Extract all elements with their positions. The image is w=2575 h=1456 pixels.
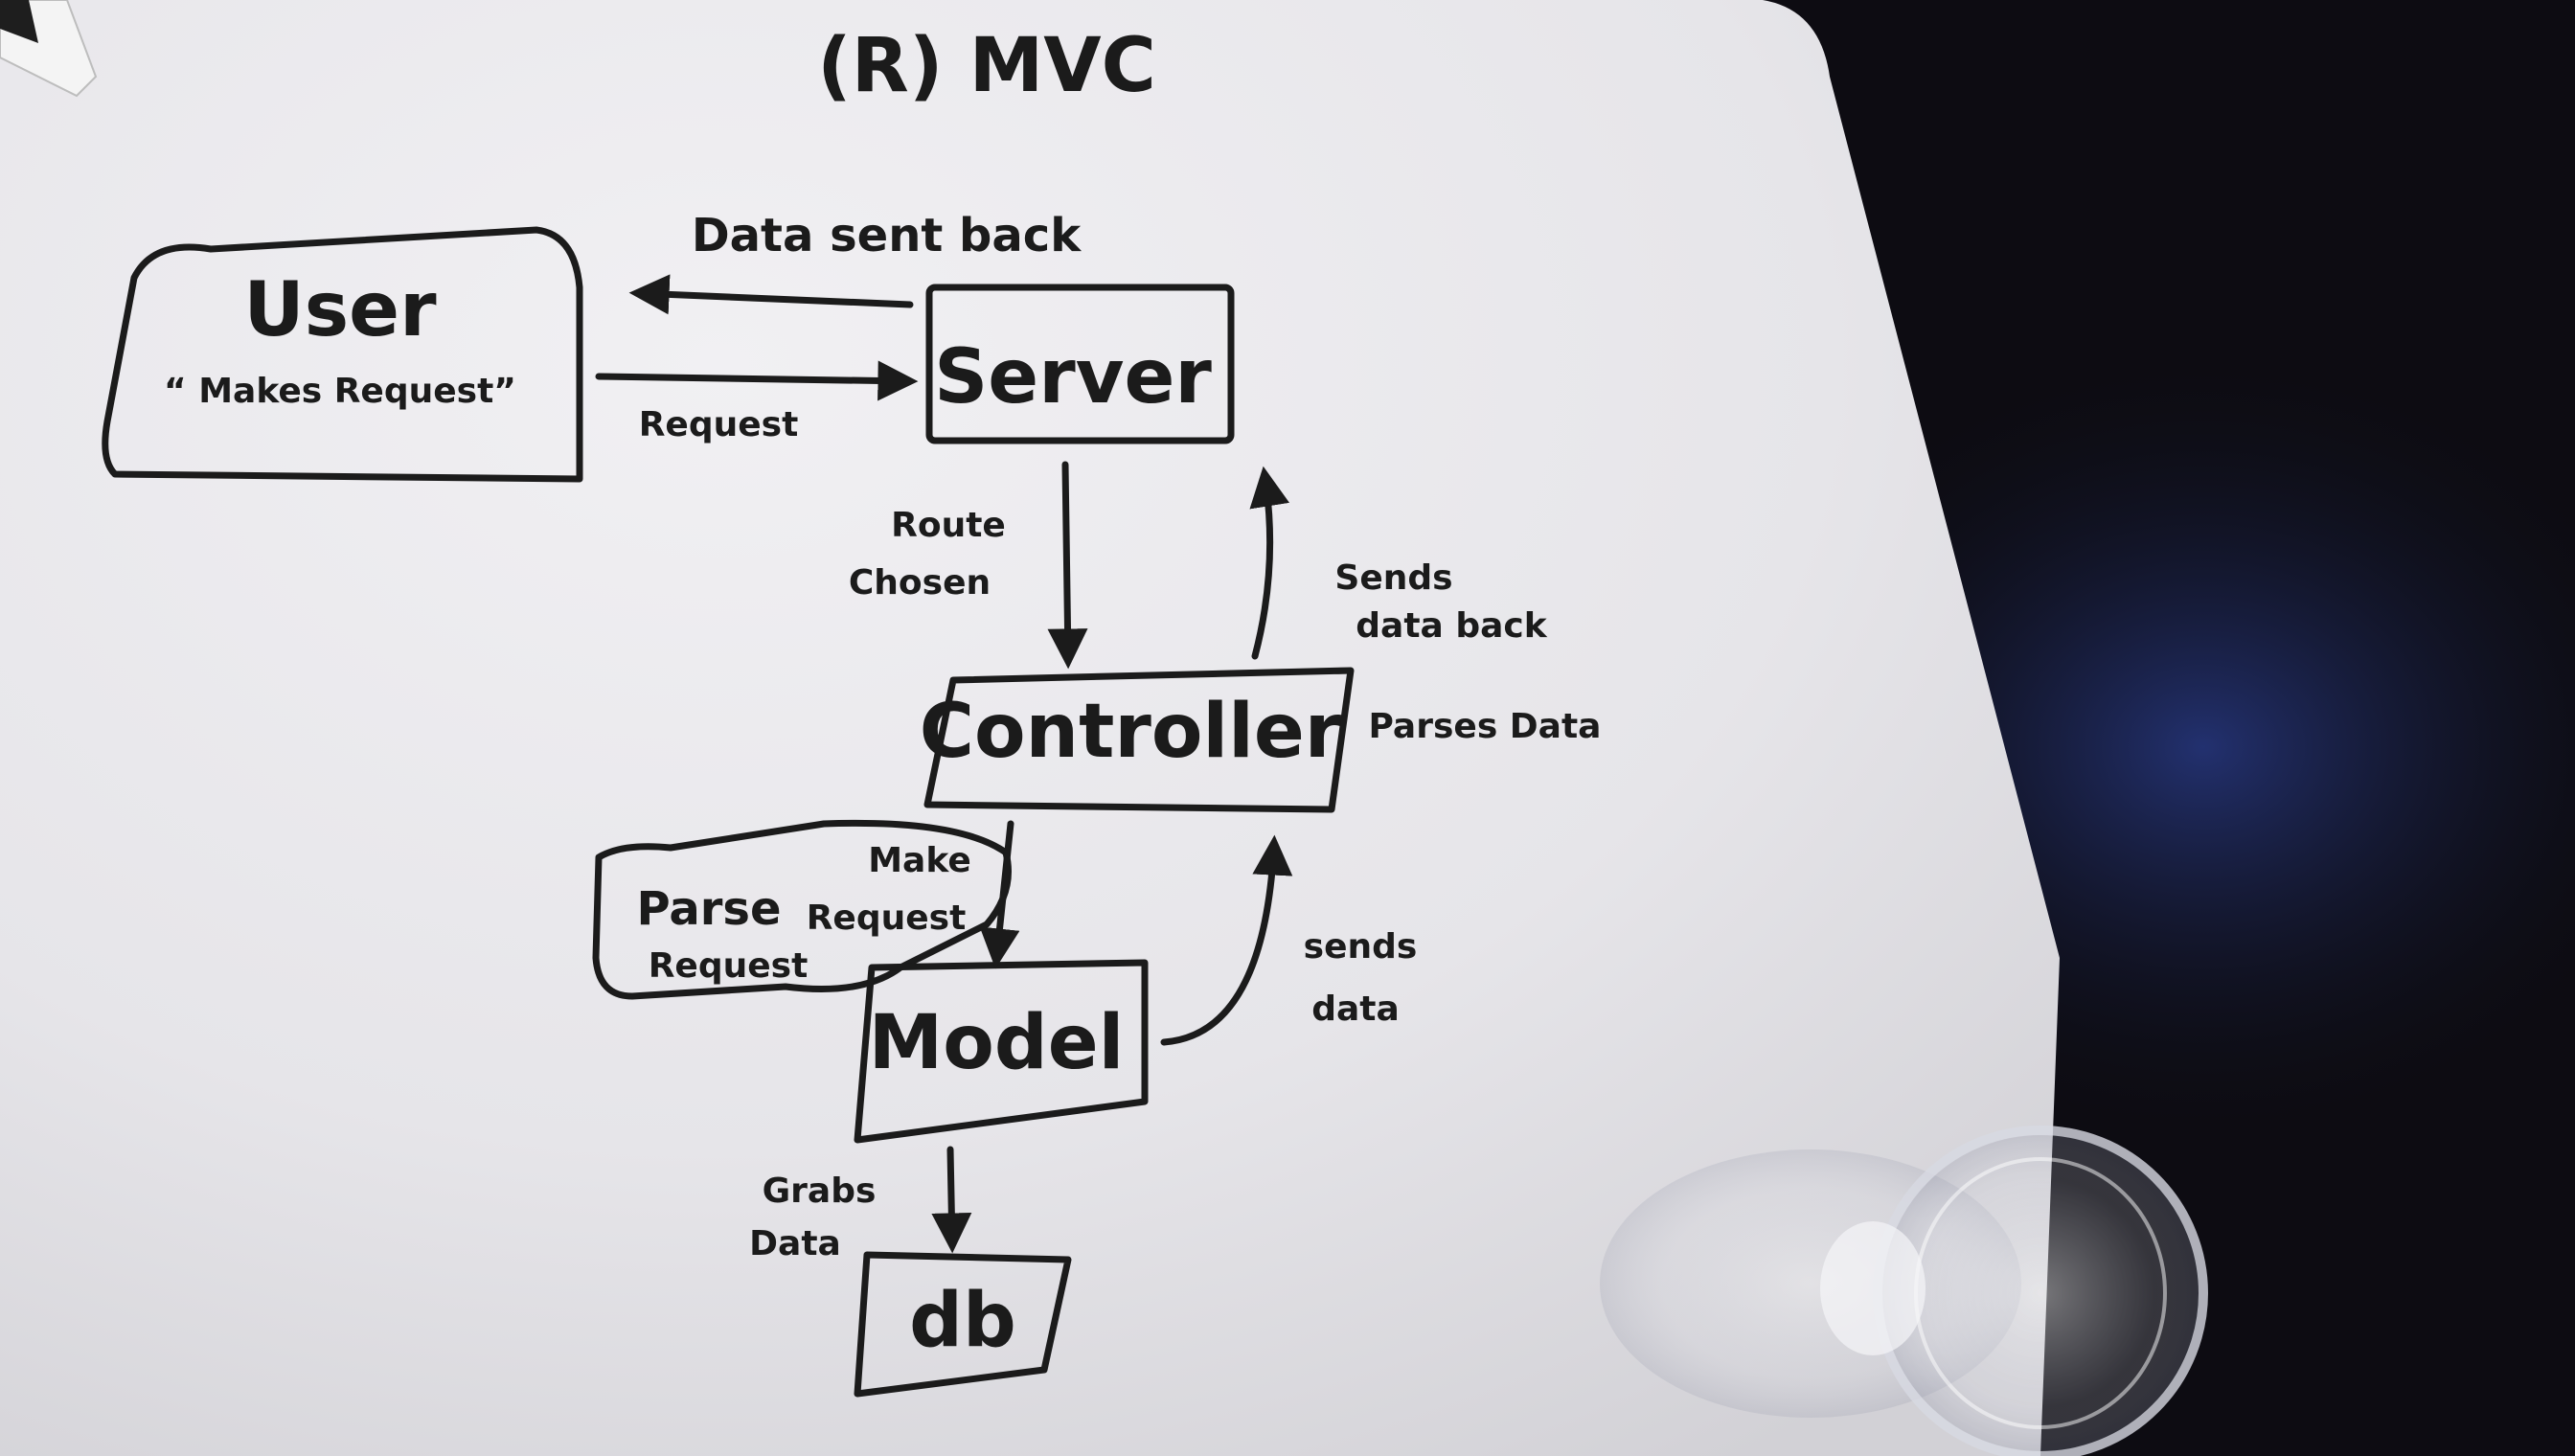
- marker-icon: [0, 0, 98, 98]
- user-box: [102, 226, 583, 483]
- parse-note-label-a: Parse: [636, 882, 781, 936]
- grabs-data-label-1: Grabs: [763, 1172, 877, 1211]
- user-sublabel: “ Makes Request”: [164, 372, 516, 411]
- edge-grabs-data: [931, 1146, 972, 1254]
- server-label: Server: [934, 334, 1212, 421]
- plastic-cup-icon: [1600, 1126, 2208, 1456]
- server-box: [925, 284, 1235, 444]
- model-box: [854, 959, 1149, 1144]
- edge-sends-data-back: [1249, 466, 1289, 660]
- edge-data-sent-back: [628, 274, 914, 315]
- user-label: User: [243, 267, 437, 353]
- parses-data-label: Parses Data: [1369, 707, 1602, 746]
- parse-note-label-b: Request: [649, 946, 809, 986]
- request-label: Request: [639, 405, 799, 444]
- sends-data-back-label-1: Sends: [1334, 558, 1452, 598]
- edge-request: [595, 360, 919, 401]
- make-request-label-2: Request: [807, 899, 967, 938]
- sends-data-label-1: sends: [1304, 927, 1418, 967]
- edge-sends-data: [1160, 834, 1293, 1046]
- grabs-data-label-2: Data: [749, 1224, 841, 1263]
- sends-data-label-2: data: [1311, 990, 1400, 1029]
- route-chosen-label-2: Chosen: [849, 563, 991, 603]
- make-request-label-1: Make: [868, 841, 971, 880]
- route-chosen-label-1: Route: [891, 506, 1006, 545]
- edge-make-request: [979, 820, 1020, 969]
- data-sent-back-label: Data sent back: [692, 209, 1082, 262]
- sends-data-back-label-2: data back: [1356, 606, 1548, 646]
- controller-label: Controller: [920, 689, 1342, 775]
- controller-box: [923, 667, 1355, 813]
- db-box: [854, 1251, 1072, 1398]
- edge-route-chosen: [1047, 461, 1088, 670]
- db-label: db: [909, 1278, 1016, 1364]
- diagram-title: (R) MVC: [817, 23, 1156, 109]
- whiteboard: [0, 0, 2060, 1456]
- model-label: Model: [869, 1000, 1125, 1086]
